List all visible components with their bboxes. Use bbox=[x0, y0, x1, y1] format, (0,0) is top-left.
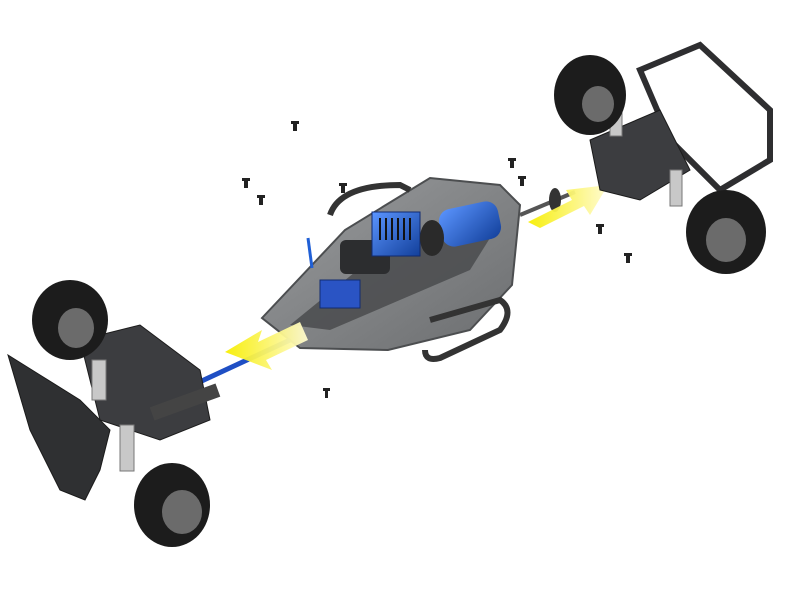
direction-arrow-rear bbox=[528, 185, 608, 228]
front-left-tire bbox=[32, 280, 108, 360]
rear-suspension-assembly bbox=[554, 41, 773, 274]
rear-right-tire bbox=[686, 190, 766, 274]
rear-driveshaft bbox=[519, 188, 576, 217]
front-suspension-assembly bbox=[7, 280, 221, 547]
receiver-box bbox=[319, 279, 361, 309]
direction-arrow-front bbox=[225, 322, 308, 370]
center-chassis bbox=[260, 176, 522, 362]
motor bbox=[420, 201, 502, 256]
loose-screws bbox=[242, 121, 632, 398]
esc bbox=[371, 211, 421, 257]
front-right-tire bbox=[134, 463, 210, 547]
rear-left-tire bbox=[554, 55, 626, 135]
